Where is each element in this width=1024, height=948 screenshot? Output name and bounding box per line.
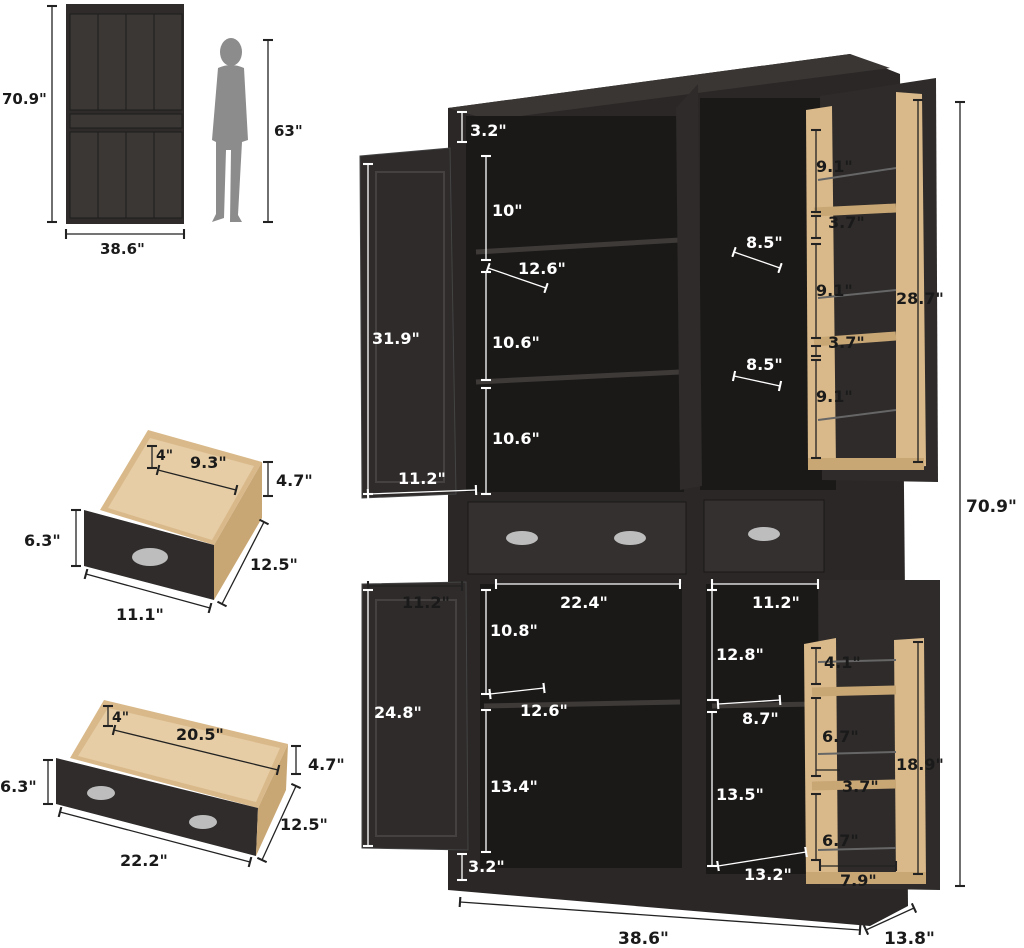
small-drawer-handle-icon [132, 548, 168, 566]
small-drawer-illustration: 4" 9.3" 4.7" 6.3" 12.5" 11.1" [24, 430, 313, 624]
large-drawer-front-height: 6.3" [0, 777, 37, 796]
small-drawer-front-width: 11.1" [116, 605, 164, 624]
lower-door-width-left: 11.2" [402, 593, 450, 612]
lower-rack-width: 7.9" [840, 871, 877, 890]
small-drawer-outer-height: 4.7" [276, 471, 313, 490]
overview-width-label: 38.6" [100, 240, 145, 258]
upper-side-depth-2: 8.5" [746, 355, 783, 374]
upper-top-gap: 3.2" [470, 121, 507, 140]
overview-thumbnail: 70.9" 38.6" 63" [2, 4, 303, 258]
overview-height-label: 70.9" [2, 90, 47, 108]
cabinet-total-height: 70.9" [966, 497, 1017, 517]
upper-shelf-depth: 12.6" [518, 259, 566, 278]
large-drawer-inner-width: 20.5" [176, 725, 224, 744]
upper-shelf-gap-3: 10.6" [492, 429, 540, 448]
upper-rack-gap-1: 9.1" [816, 157, 853, 176]
lower-side-depth: 8.7" [742, 709, 779, 728]
cabinet-total-width: 38.6" [618, 929, 669, 948]
person-silhouette-icon [212, 38, 248, 222]
upper-shelf-gap-2: 10.6" [492, 333, 540, 352]
upper-side-depth-1: 8.5" [746, 233, 783, 252]
cabinet-total-depth: 13.8" [884, 929, 935, 948]
small-drawer-depth: 12.5" [250, 555, 298, 574]
lower-shelf-depth: 12.6" [520, 701, 568, 720]
person-height-label: 63" [274, 122, 303, 140]
large-drawer-handle-left-icon [87, 786, 115, 800]
lower-rack-gap-3: 6.7" [822, 831, 859, 850]
large-drawer-inner-height: 4" [112, 710, 129, 726]
lower-right-compartment [706, 584, 820, 874]
large-drawer-handle-right-icon [189, 815, 217, 829]
drawer-handle-icon [614, 531, 646, 545]
lower-shelf-gap-2: 13.4" [490, 777, 538, 796]
upper-left-door [359, 147, 457, 499]
upper-rack-gap-2: 9.1" [816, 281, 853, 300]
drawer-handle-icon [506, 531, 538, 545]
cabinet-dimensions: 3.2" 10" 12.6" 10.6" 10.6" 31.9" 11.2" 8… [362, 98, 1017, 948]
wide-drawer [467, 501, 687, 575]
small-drawer-inner-width: 9.3" [190, 453, 227, 472]
lower-rack-gap-1: 4.1" [824, 653, 861, 672]
lower-left-compartment [480, 584, 682, 868]
lower-inner-width: 22.4" [560, 593, 608, 612]
upper-door-height: 31.9" [372, 329, 420, 348]
lower-door-height: 24.8" [374, 703, 422, 722]
overview-cabinet [66, 4, 184, 224]
lower-door-width-right: 11.2" [752, 593, 800, 612]
large-drawer-depth: 12.5" [280, 815, 328, 834]
lower-side-gap-1: 12.8" [716, 645, 764, 664]
lower-side-bottom-depth: 13.2" [744, 865, 792, 884]
upper-rack-depth-1: 3.7" [828, 213, 865, 232]
upper-left-compartment [466, 116, 684, 492]
small-drawer-inner-height: 4" [156, 448, 173, 464]
large-drawer-front-width: 22.2" [120, 851, 168, 870]
lower-rack-gap-2: 6.7" [822, 727, 859, 746]
lower-rack-height: 18.9" [896, 755, 944, 774]
lower-side-gap-2: 13.5" [716, 785, 764, 804]
large-drawer-illustration: 4" 20.5" 4.7" 6.3" 12.5" 22.2" [0, 700, 345, 870]
upper-rack-gap-3: 9.1" [816, 387, 853, 406]
upper-shelf-gap-1: 10" [492, 201, 523, 220]
upper-rack-height: 28.7" [896, 289, 944, 308]
drawer-handle-icon [748, 527, 780, 541]
lower-rack-depth: 3.7" [842, 777, 879, 796]
lower-bottom-gap: 3.2" [468, 857, 505, 876]
upper-rack-depth-2: 3.7" [828, 333, 865, 352]
upper-door-width: 11.2" [398, 469, 446, 488]
large-drawer-outer-height: 4.7" [308, 755, 345, 774]
small-drawer-front-height: 6.3" [24, 531, 61, 550]
lower-shelf-gap-1: 10.8" [490, 621, 538, 640]
